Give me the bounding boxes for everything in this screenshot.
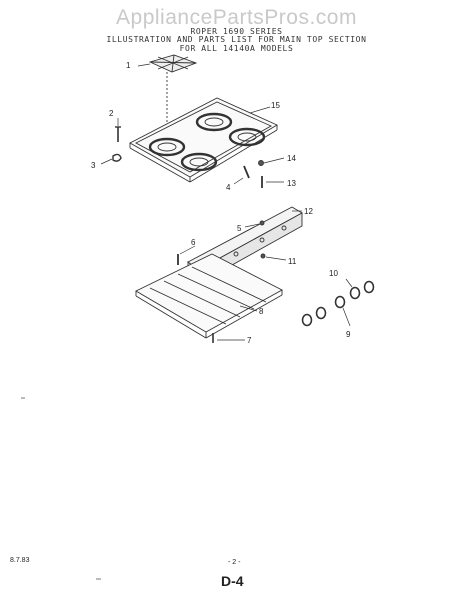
callout-5: 5 xyxy=(237,224,242,233)
part-clip-3 xyxy=(112,153,122,162)
callout-12: 12 xyxy=(304,207,313,216)
callout-10: 10 xyxy=(329,269,338,278)
footer-date: 8.7.83 xyxy=(10,557,30,564)
part-knobs xyxy=(301,280,375,327)
callout-15: 15 xyxy=(271,101,280,110)
callout-6: 6 xyxy=(191,238,196,247)
callout-3: 3 xyxy=(91,161,96,170)
header-line-3: FOR ALL 14140A MODELS xyxy=(179,44,294,53)
part-clip-11 xyxy=(260,253,266,259)
part-screw-2 xyxy=(115,126,121,142)
part-washer-14 xyxy=(258,160,264,166)
callout-labels: 1 2 3 4 5 6 7 8 9 10 11 12 13 14 15 xyxy=(91,61,351,345)
scan-marks xyxy=(21,397,101,580)
part-screw-5 xyxy=(259,220,265,226)
footer-page-code: D-4 xyxy=(221,573,244,589)
watermark: AppliancePartsPros.com xyxy=(116,6,357,29)
header-line-2: ILLUSTRATION AND PARTS LIST FOR MAIN TOP… xyxy=(106,35,367,44)
callout-14: 14 xyxy=(287,154,296,163)
footer-page-number: - 2 - xyxy=(228,559,241,566)
part-fastener-4 xyxy=(243,165,250,179)
callout-13: 13 xyxy=(287,179,296,188)
callout-7: 7 xyxy=(247,336,252,345)
part-cooktop xyxy=(129,97,278,183)
leader-lines xyxy=(100,63,353,341)
callout-8: 8 xyxy=(259,307,264,316)
callout-2: 2 xyxy=(109,109,114,118)
callout-9: 9 xyxy=(346,330,351,339)
header-line-1: ROPER 1690 SERIES xyxy=(190,27,283,36)
part-burner-box xyxy=(135,253,283,339)
callout-1: 1 xyxy=(126,61,131,70)
callout-11: 11 xyxy=(288,257,297,266)
callout-4: 4 xyxy=(226,183,231,192)
